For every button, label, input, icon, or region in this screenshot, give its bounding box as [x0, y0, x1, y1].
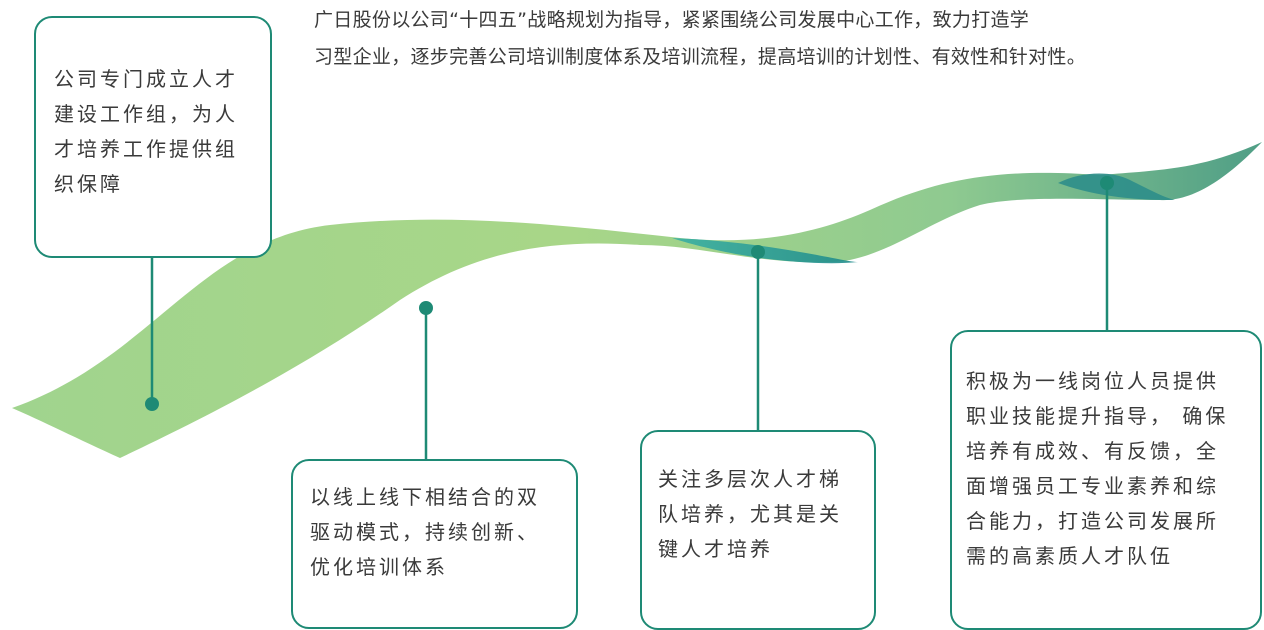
callout-line: 织保障 [54, 172, 123, 196]
callout-line: 公司专门成立人才 [54, 67, 238, 91]
callout-line: 需的高素质人才队伍 [966, 544, 1173, 568]
callout-line: 积极为一线岗位人员提供 [966, 369, 1219, 393]
connector-dot-2 [419, 301, 433, 315]
callout-line: 培养有成效、有反馈，全 [966, 439, 1219, 463]
ribbon-graphic [12, 142, 1262, 459]
intro-line-1: 广日股份以公司“十四五”战略规划为指导，紧紧围绕公司发展中心工作，致力打造学 [314, 9, 1030, 31]
callout-line: 驱动模式，持续创新、 [310, 520, 540, 544]
intro-line-2: 习型企业，逐步完善公司培训制度体系及培训流程，提高培训的计划性、有效性和针对性。 [314, 46, 1087, 68]
ribbon-fold-right [1058, 173, 1175, 200]
callout-box-frontline-skills: 积极为一线岗位人员提供 职业技能提升指导， 确保 培养有成效、有反馈，全 面增强… [950, 330, 1262, 630]
ribbon-fold-middle [672, 238, 858, 264]
callout-line: 职业技能提升指导， 确保 [966, 404, 1229, 428]
callout-line: 以线上线下相结合的双 [310, 485, 540, 509]
callout-box-talent-workgroup: 公司专门成立人才 建设工作组，为人 才培养工作提供组 织保障 [34, 16, 272, 258]
callout-box-talent-echelon: 关注多层次人才梯 队培养，尤其是关 键人才培养 [640, 430, 876, 630]
callout-line: 键人才培养 [658, 537, 773, 561]
callout-line: 建设工作组，为人 [54, 102, 238, 126]
connector-dot-4 [1100, 176, 1114, 190]
callout-box-online-offline: 以线上线下相结合的双 驱动模式，持续创新、 优化培训体系 [291, 459, 578, 629]
callout-line: 合能力，打造公司发展所 [966, 509, 1219, 533]
callout-line: 关注多层次人才梯 [658, 467, 842, 491]
intro-paragraph: 广日股份以公司“十四五”战略规划为指导，紧紧围绕公司发展中心工作，致力打造学 习… [314, 2, 1259, 76]
callout-line: 才培养工作提供组 [54, 137, 238, 161]
callout-line: 队培养，尤其是关 [658, 502, 842, 526]
callout-line: 优化培训体系 [310, 555, 448, 579]
ribbon-body [12, 142, 1262, 458]
connector-dot-1 [145, 397, 159, 411]
connector-dot-3 [751, 245, 765, 259]
callout-line: 面增强员工专业素养和综 [966, 474, 1219, 498]
